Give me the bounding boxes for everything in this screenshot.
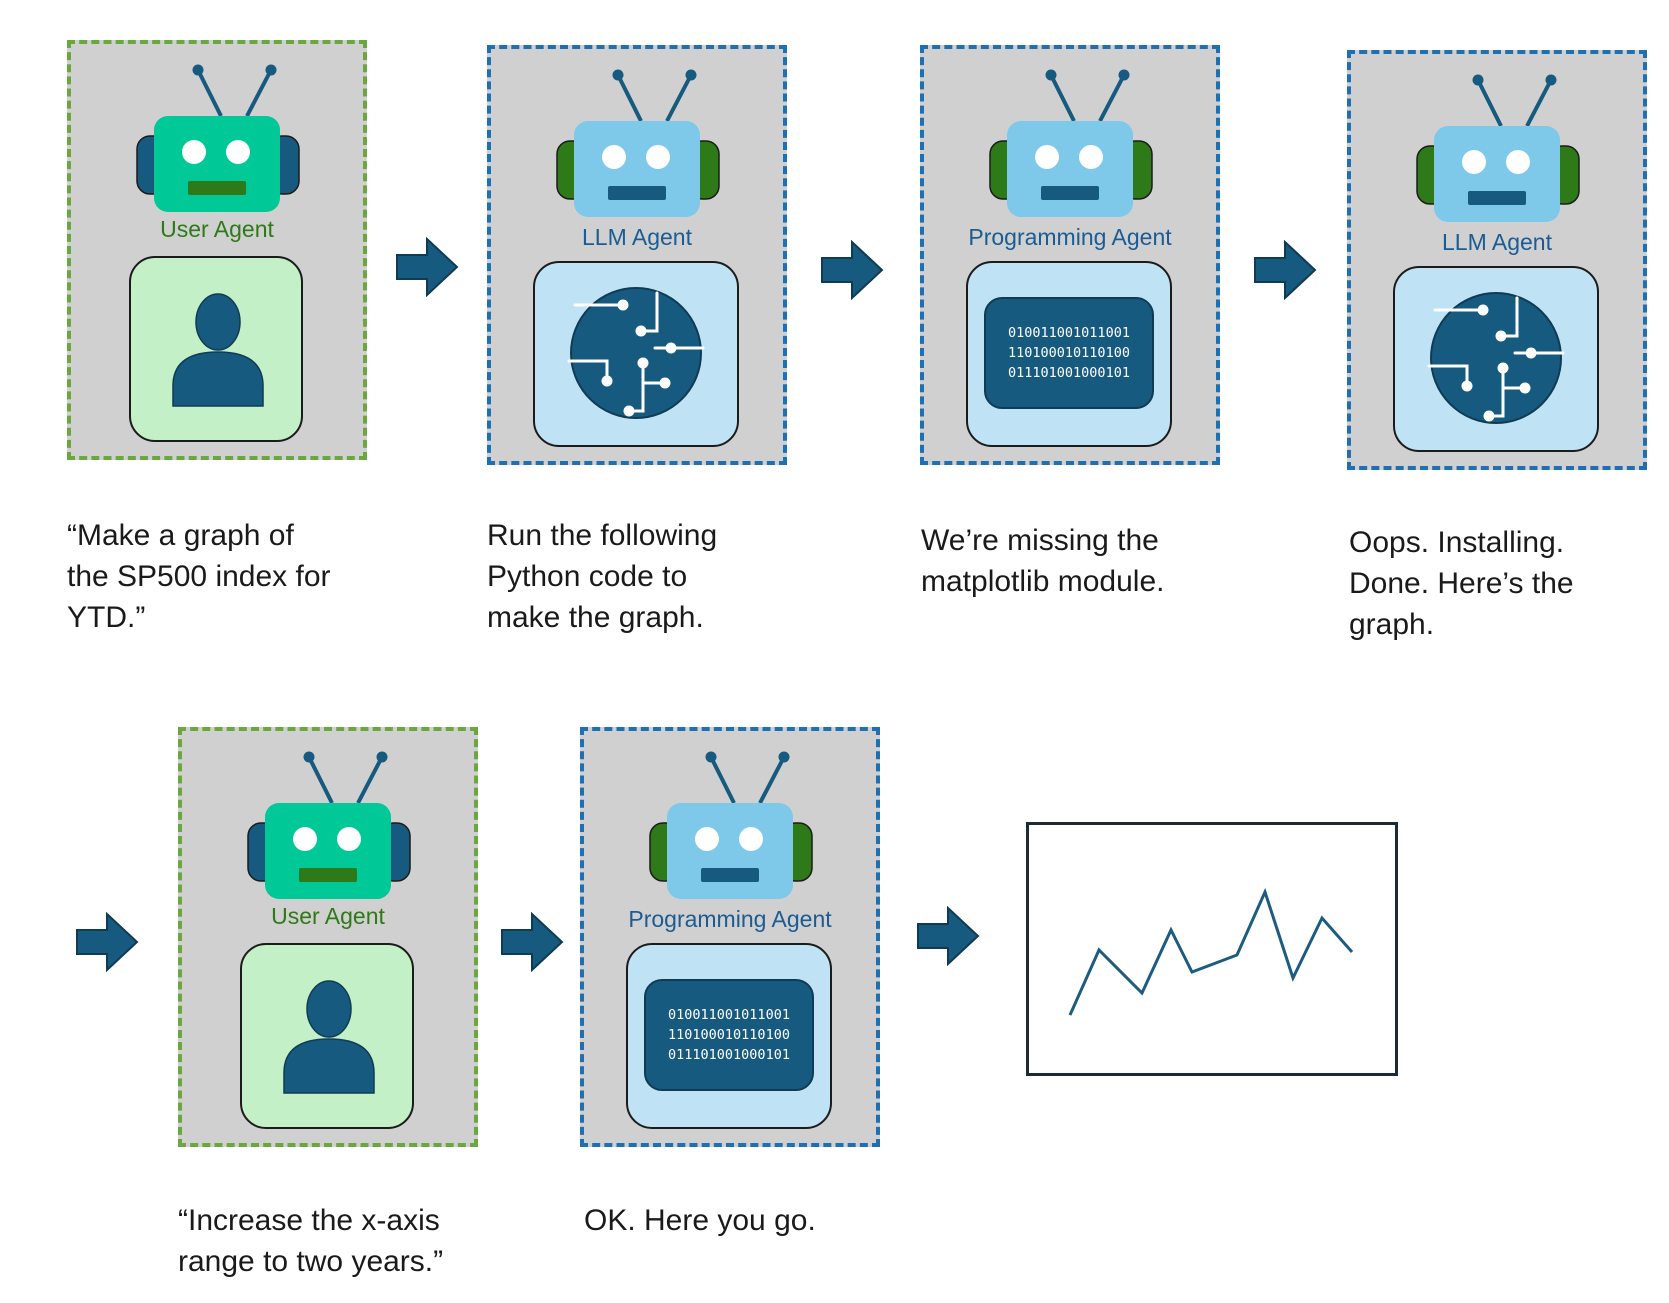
step-3-programming-agent-card: Programming Agent 010011001011001 11010001… (920, 45, 1220, 465)
flow-arrow (500, 911, 564, 973)
arrow-right-icon (396, 236, 459, 298)
step-6-programming-agent-card: Programming Agent 010011001011001 11010001… (580, 727, 880, 1147)
result-graph-frame (1026, 822, 1398, 1076)
arrow-right-icon (501, 911, 564, 973)
agent-panel (240, 943, 414, 1129)
line-graph-icon (1068, 887, 1354, 1016)
step-6-caption: OK. Here you go. (584, 1204, 816, 1237)
agent-panel: 010011001011001 110100010110100 0111010010… (626, 943, 832, 1129)
agent-panel (1393, 266, 1599, 452)
robot-icon (989, 69, 1153, 217)
arrow-right-icon (821, 239, 884, 301)
binary-code-line: 110100010110100 (1008, 345, 1130, 361)
person-icon (172, 293, 264, 407)
flow-arrow (395, 236, 459, 298)
person-icon (283, 980, 375, 1094)
binary-code-line: 110100010110100 (668, 1027, 790, 1043)
agent-label: Programming Agent (628, 906, 832, 932)
robot-icon (556, 69, 720, 217)
robot-icon (1416, 74, 1580, 222)
binary-code-line: 010011001011001 (668, 1007, 790, 1023)
agent-label: User Agent (160, 216, 274, 242)
step-4-llm-agent-card: LLM Agent (1347, 50, 1647, 470)
robot-icon (136, 64, 300, 212)
agent-panel: 010011001011001 110100010110100 0111010010… (966, 261, 1172, 447)
step-5-user-agent-card: User Agent (178, 727, 478, 1147)
agent-label: LLM Agent (582, 224, 692, 250)
binary-code-icon: 010011001011001 110100010110100 0111010010… (644, 979, 814, 1091)
arrow-right-icon (917, 905, 980, 967)
agent-label: Programming Agent (968, 224, 1172, 250)
arrow-right-icon (76, 911, 139, 973)
binary-code-line: 011101001000101 (1008, 365, 1130, 381)
robot-icon (247, 751, 411, 899)
binary-code-line: 011101001000101 (668, 1047, 790, 1063)
binary-code-line: 010011001011001 (1008, 325, 1130, 341)
step-1-user-agent-card: User Agent (67, 40, 367, 460)
step-2-llm-agent-card: LLM Agent (487, 45, 787, 465)
circuit-icon (567, 287, 705, 419)
agent-label: User Agent (271, 903, 385, 929)
agent-label: LLM Agent (1442, 229, 1552, 255)
robot-icon (649, 751, 813, 899)
agent-panel (533, 261, 739, 447)
flow-arrow (916, 905, 980, 967)
binary-code-icon: 010011001011001 110100010110100 0111010010… (984, 297, 1154, 409)
flow-arrow (75, 911, 139, 973)
agent-panel (129, 256, 303, 442)
circuit-icon (1427, 292, 1565, 424)
flow-arrow (1253, 239, 1317, 301)
arrow-right-icon (1254, 239, 1317, 301)
flow-arrow (820, 239, 884, 301)
